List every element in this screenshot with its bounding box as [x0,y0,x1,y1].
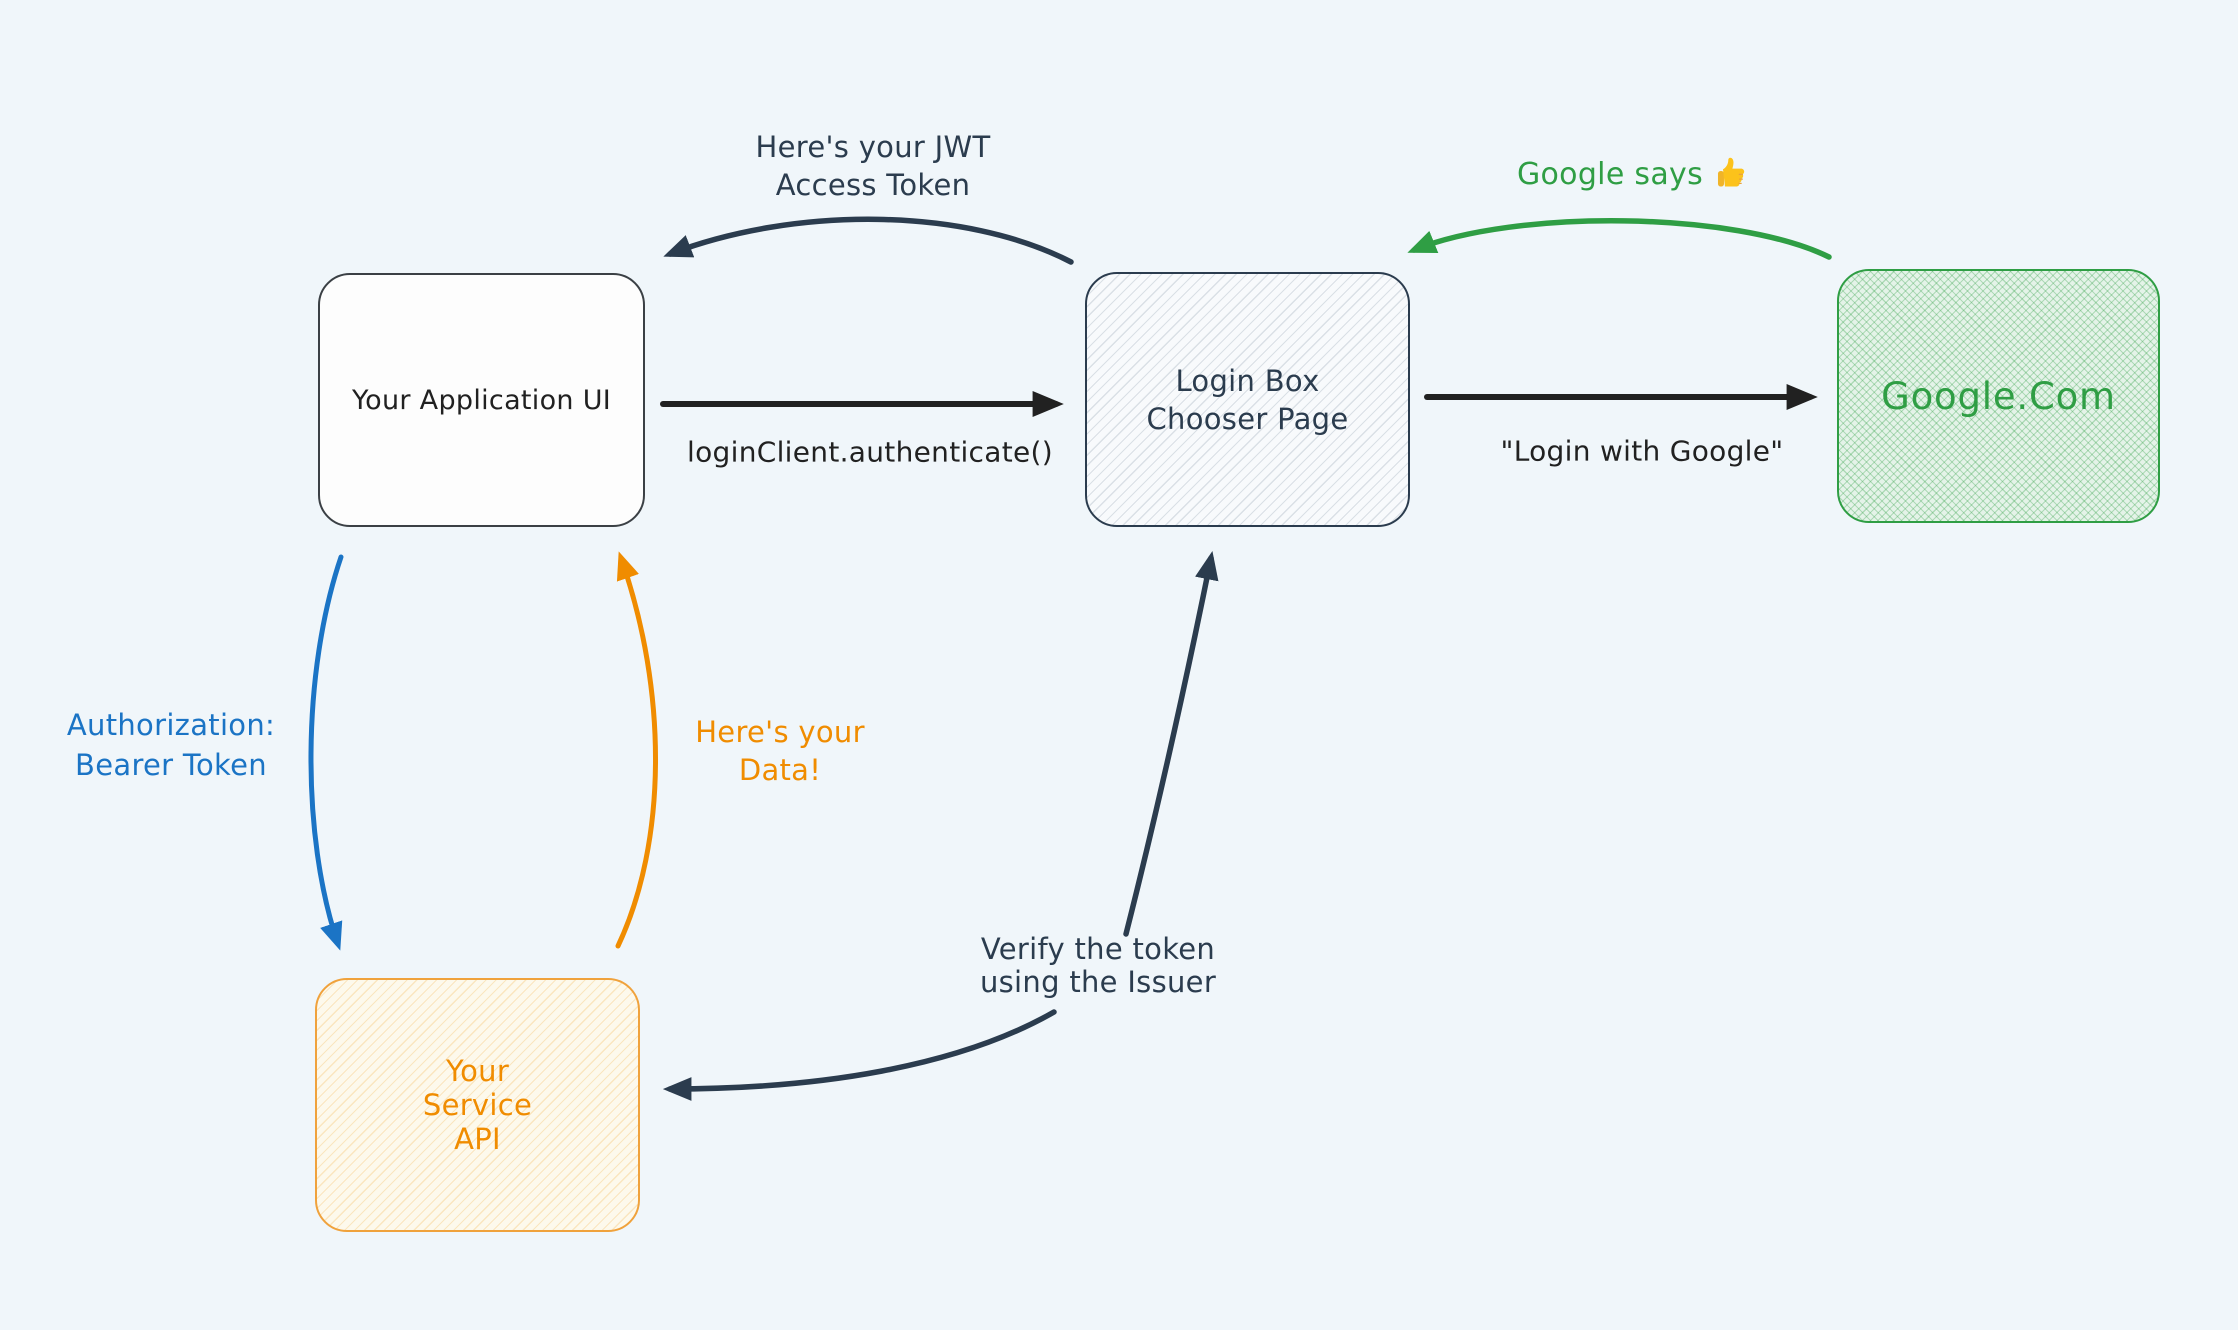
label-google-says: Google says [1517,156,1749,192]
label-authorization-bearer-token: Authorization: Bearer Token [66,708,276,782]
node-your-application-ui: Your Application UI [318,273,645,527]
label-login-client-authenticate: loginClient.authenticate() [687,435,1053,469]
arrow-verify-upper [1123,550,1219,937]
arrow-verify-lower [662,1009,1057,1101]
thumbs-up-icon [1718,157,1745,187]
node-your-service-api-label: Your Service API [422,1054,533,1156]
node-google-com-label: Google.Com [1881,374,2116,418]
node-login-box-chooser-page: Login Box Chooser Page [1085,272,1410,527]
node-your-service-api: Your Service API [315,978,640,1232]
label-verify-token-issuer: Verify the token using the Issuer [979,932,1217,999]
node-your-application-ui-label: Your Application UI [351,384,612,416]
node-google-com: Google.Com [1837,269,2160,523]
label-heres-your-data: Here's your Data! [695,715,865,787]
label-jwt-access-token: Here's your JWT Access Token [755,130,991,202]
arrow-authorization [308,554,344,951]
label-login-with-google: "Login with Google" [1500,434,1784,468]
arrow-jwt-access-token [663,216,1074,265]
arrow-google-says [1407,218,1832,260]
arrow-heres-your-data [615,551,658,949]
node-login-box-label: Login Box Chooser Page [1146,363,1349,436]
